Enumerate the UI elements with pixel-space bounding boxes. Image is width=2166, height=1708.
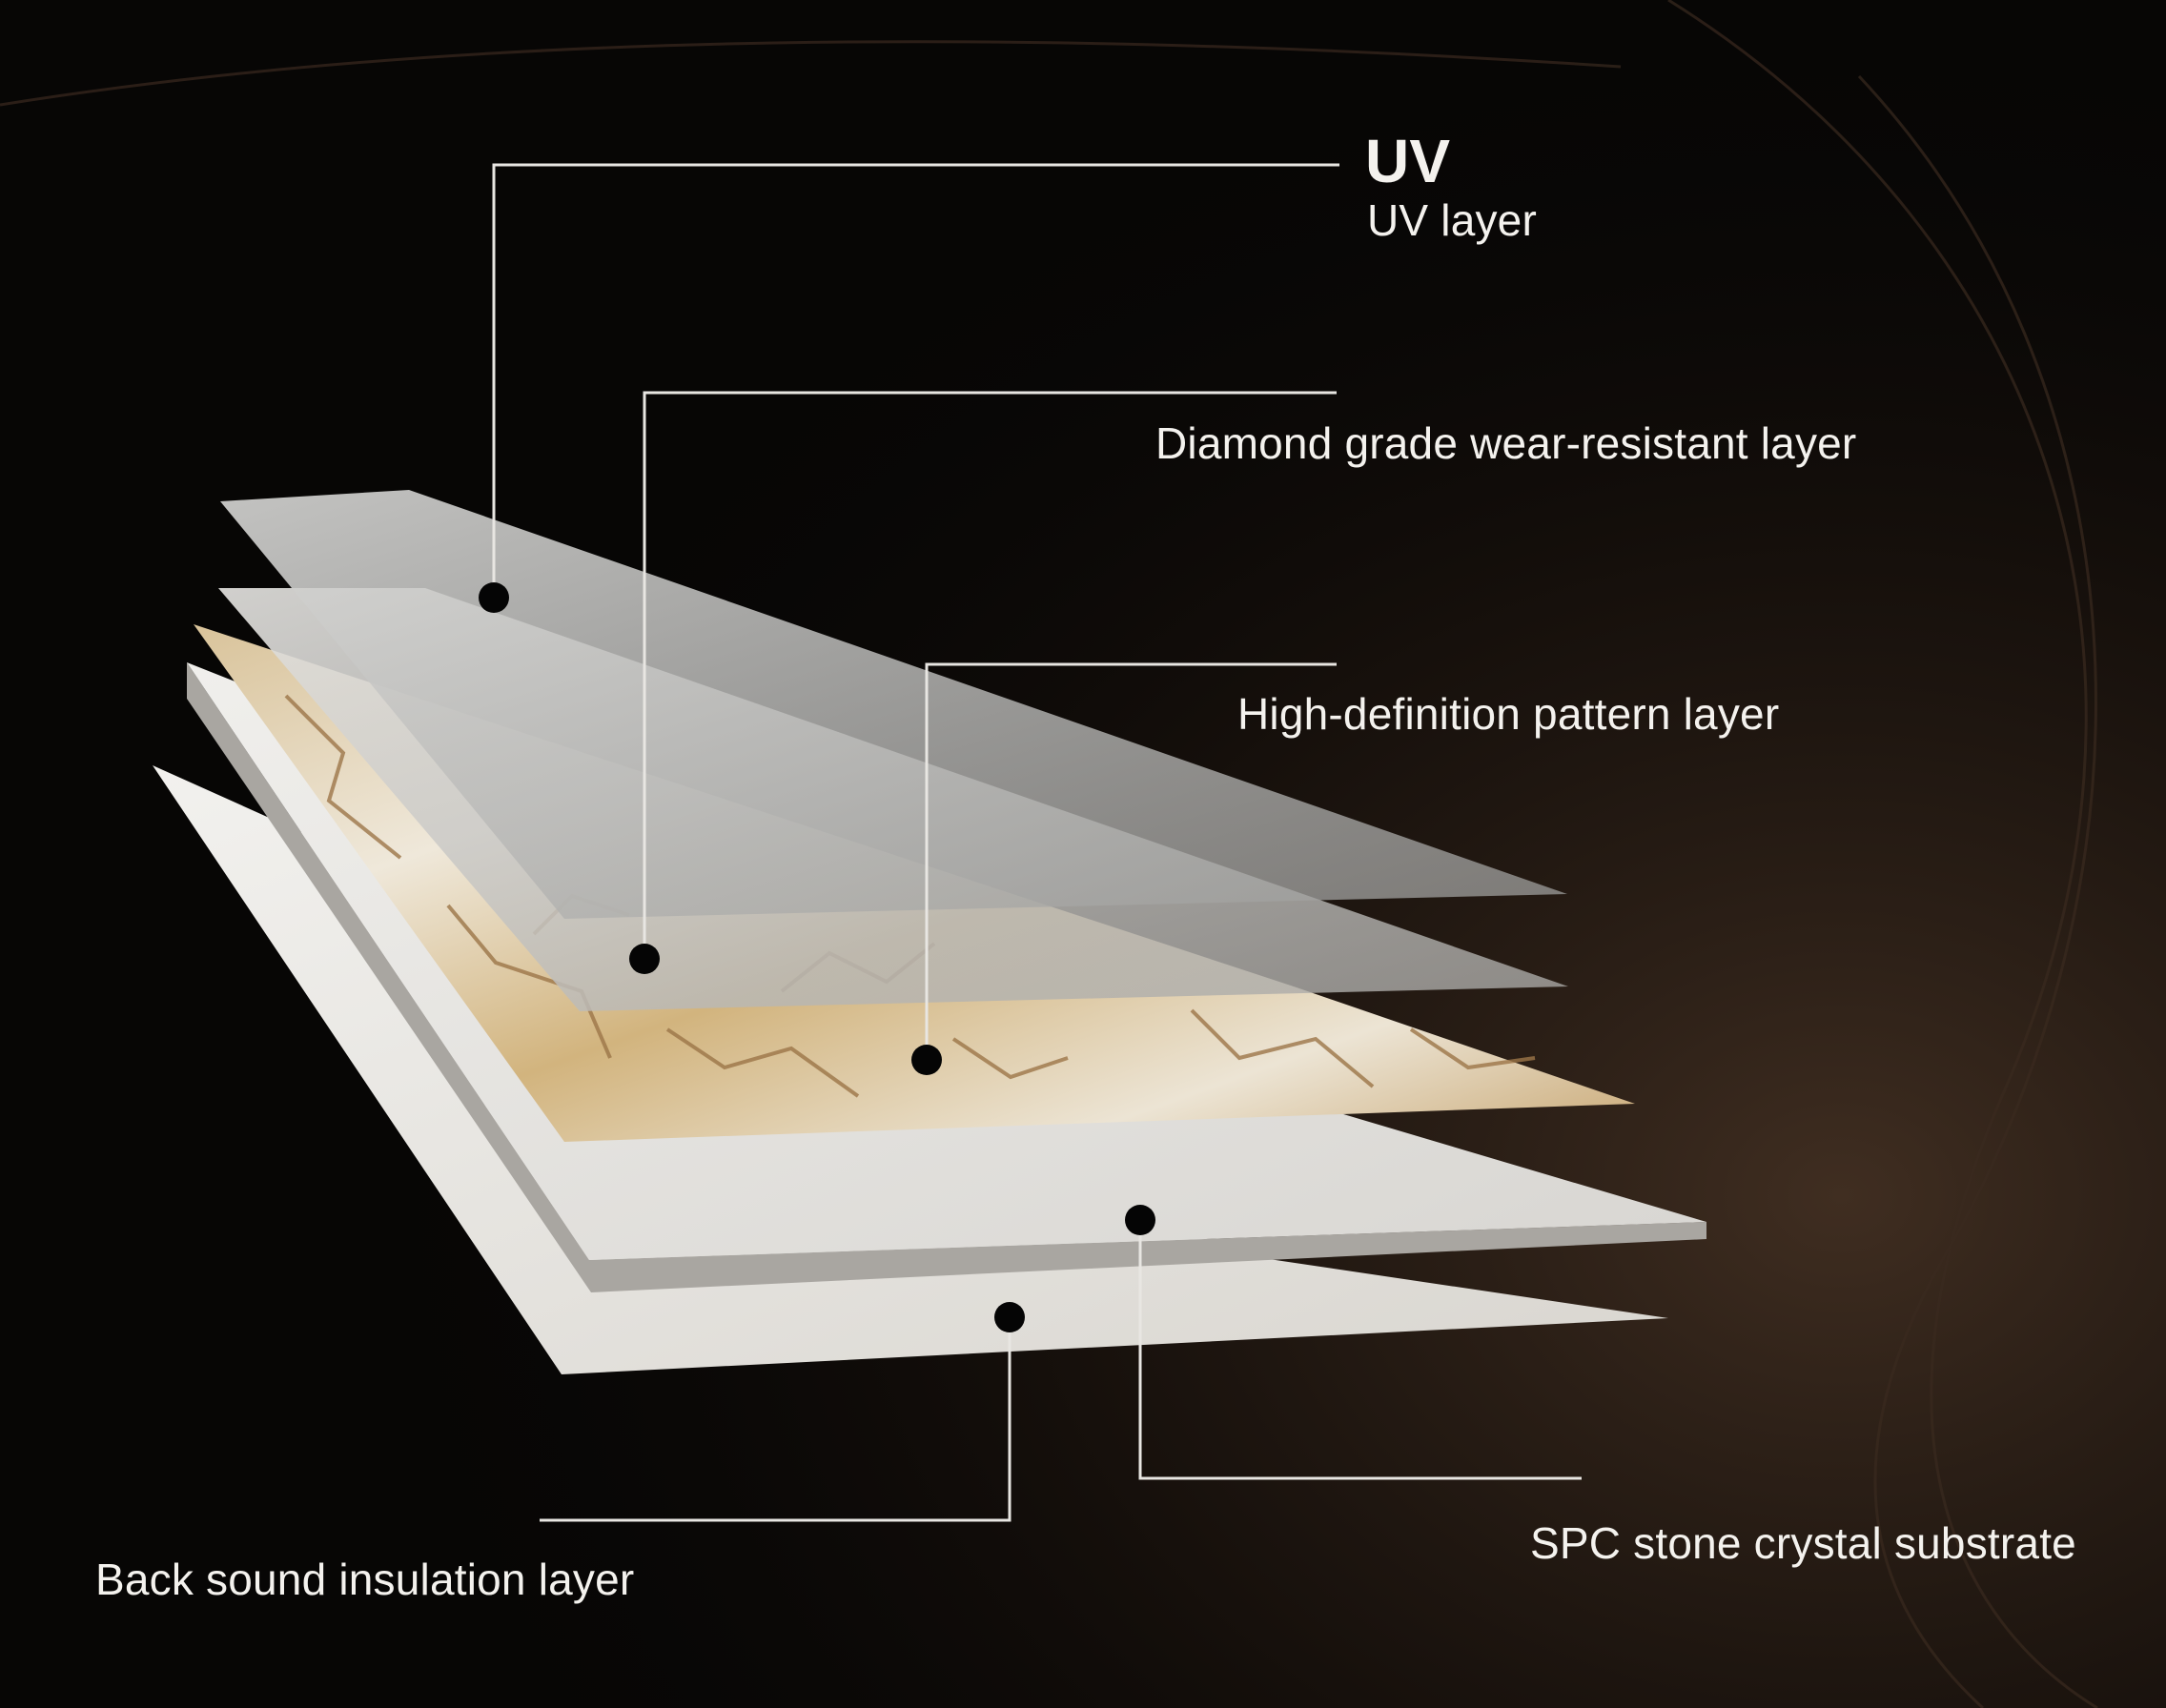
diamond-layer-label: Diamond grade wear-resistant layer bbox=[1155, 418, 1857, 468]
leader-line-uv bbox=[492, 163, 1339, 598]
marker-uv bbox=[479, 582, 509, 613]
leader-line-diamond bbox=[643, 391, 1337, 959]
spc-substrate-edge bbox=[187, 662, 1706, 1292]
pattern-layer-label: High-definition pattern layer bbox=[1237, 689, 1780, 739]
leader-line-back bbox=[540, 1317, 1011, 1522]
leader-lines bbox=[492, 163, 1582, 1522]
back-insulation-label: Back sound insulation layer bbox=[95, 1555, 635, 1604]
background-swirls bbox=[0, 0, 2098, 1708]
marker-spc bbox=[1125, 1205, 1155, 1235]
marker-back bbox=[994, 1302, 1025, 1332]
uv-layer-sheet bbox=[220, 490, 1567, 919]
markers bbox=[479, 582, 1155, 1332]
back-insulation-sheet bbox=[153, 765, 1668, 1374]
leader-line-pattern bbox=[925, 662, 1337, 1060]
marker-diamond bbox=[629, 944, 660, 974]
uv-layer-label: UV layer bbox=[1367, 195, 1537, 245]
uv-title-label: UV bbox=[1365, 127, 1451, 195]
spc-substrate-label: SPC stone crystal substrate bbox=[1530, 1518, 2076, 1568]
marker-pattern bbox=[911, 1045, 942, 1075]
leader-line-spc bbox=[1138, 1220, 1582, 1480]
